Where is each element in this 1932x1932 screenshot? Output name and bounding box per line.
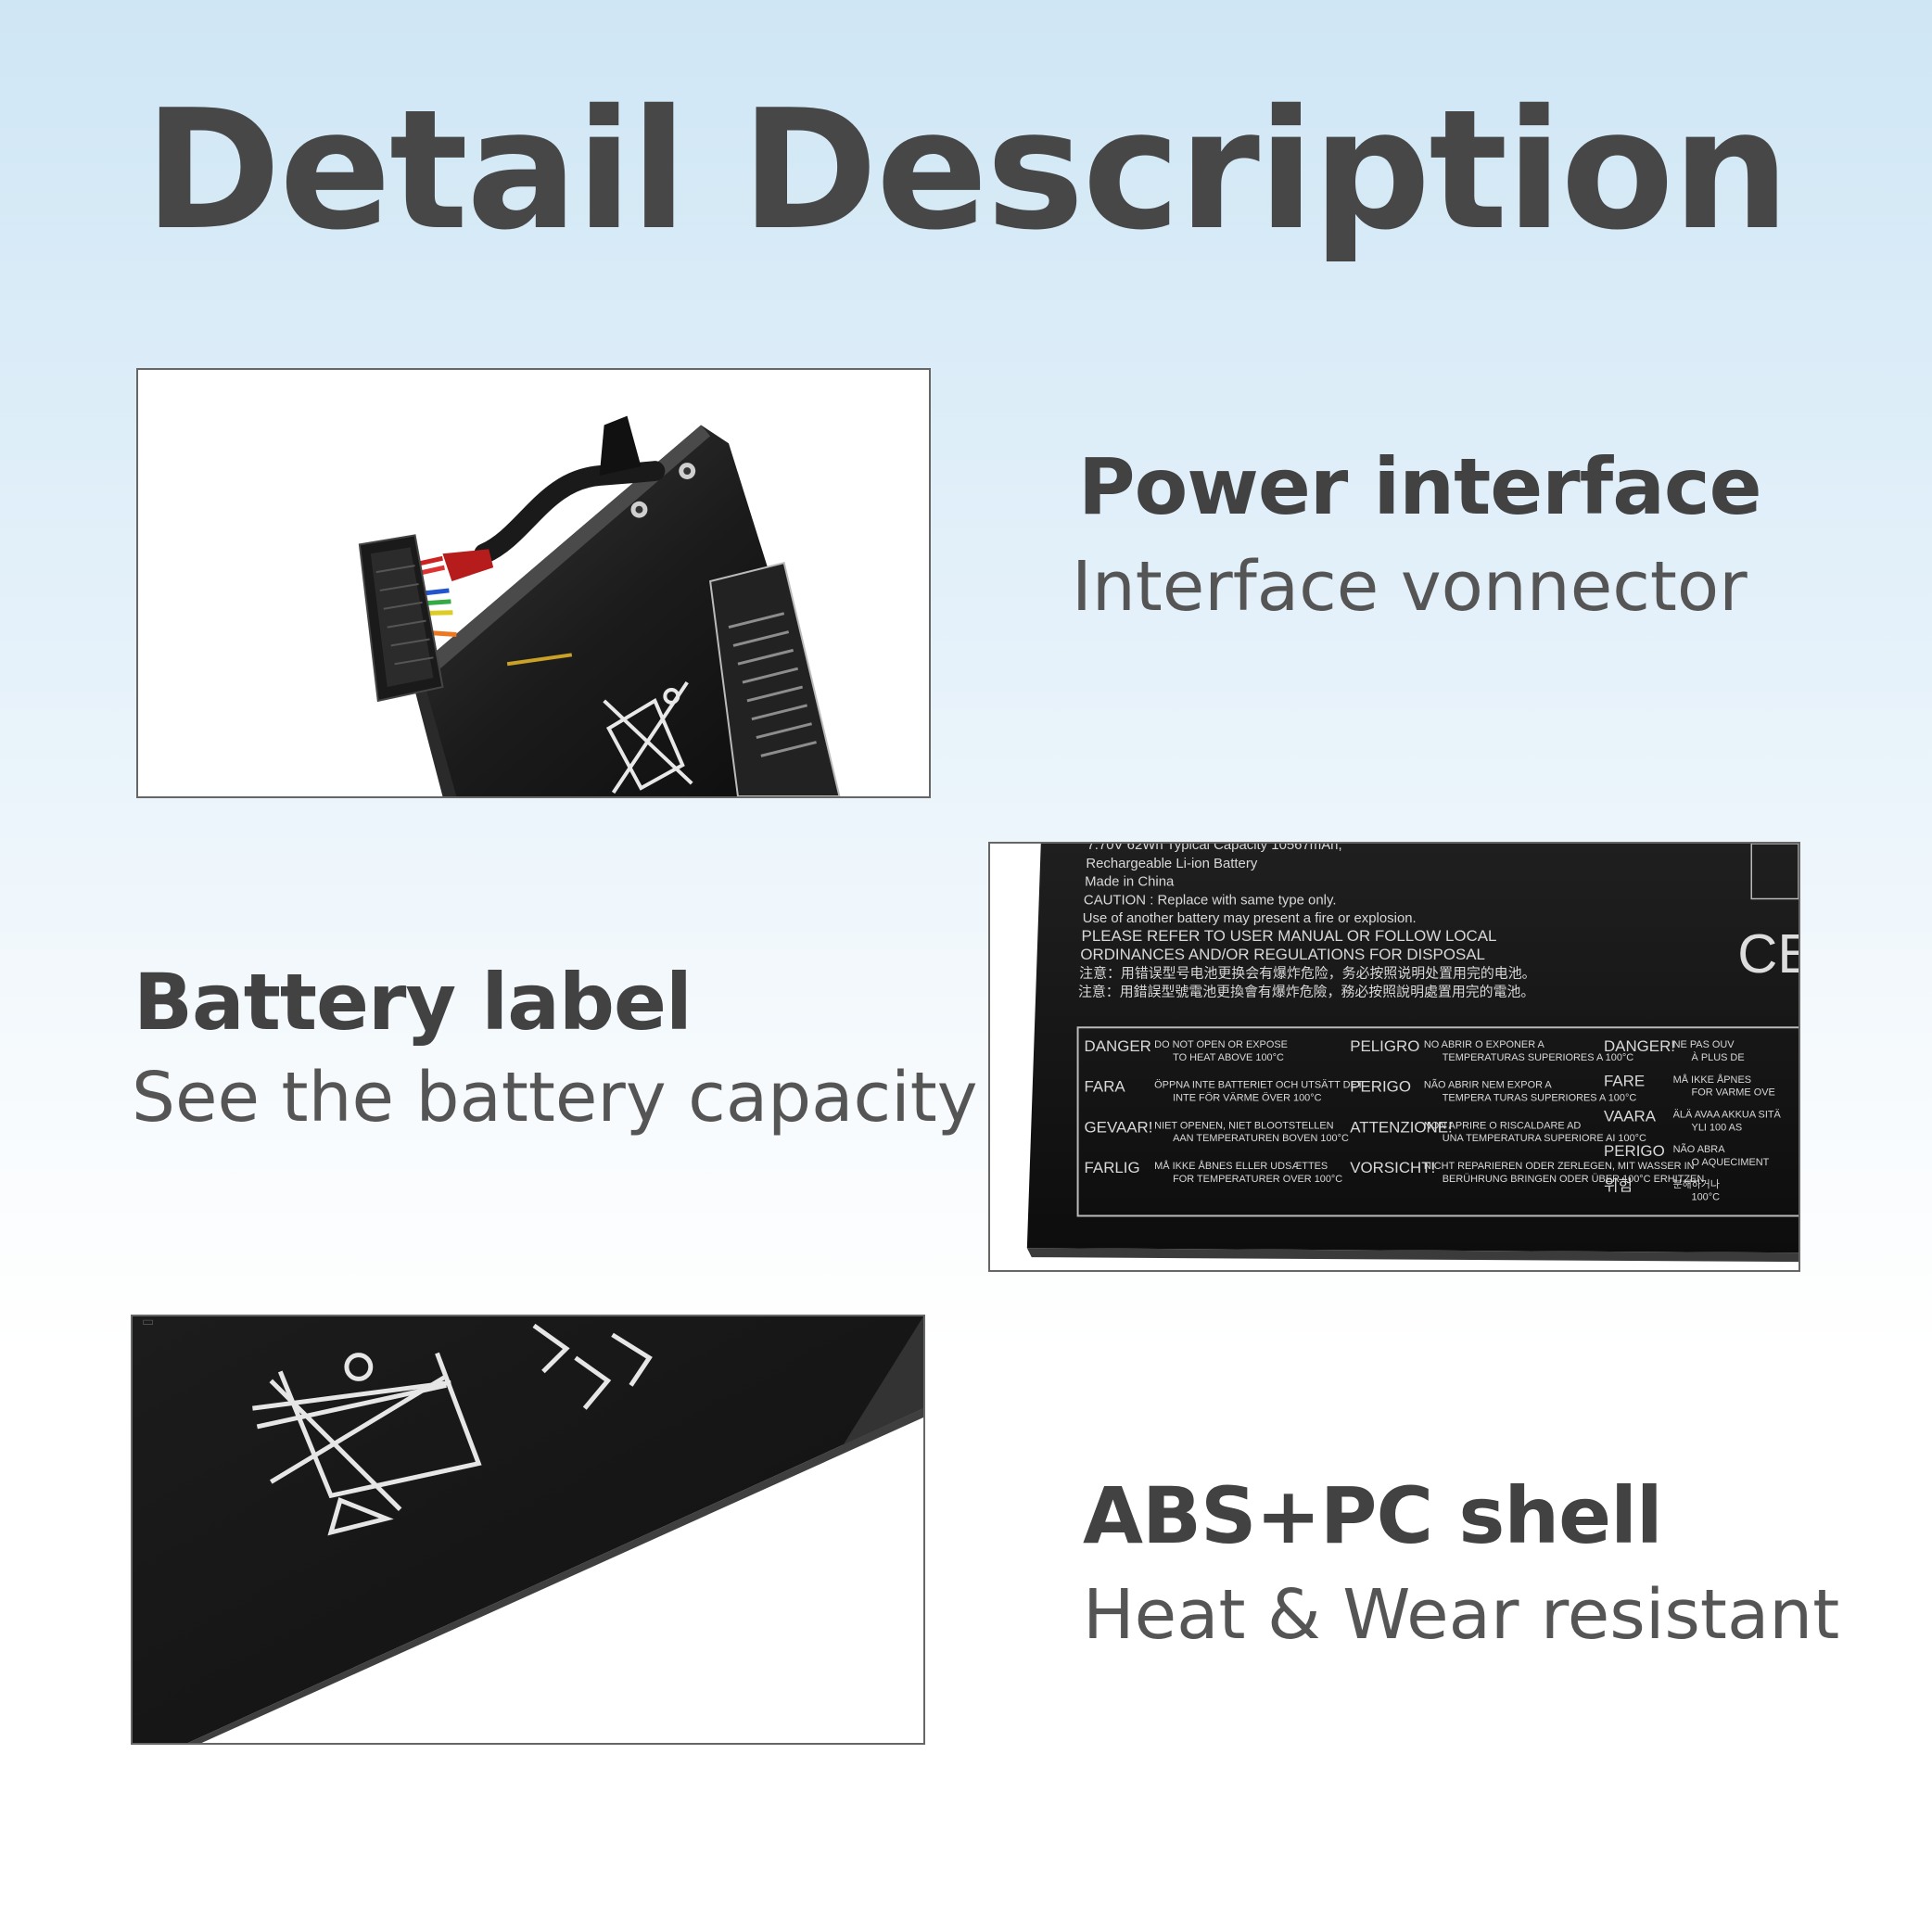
ce-mark: CE	[1737, 922, 1799, 985]
recycle-icon	[532, 1323, 653, 1410]
warning-word: DANGER!	[1604, 1037, 1675, 1055]
feature-subtitle-power-interface: Interface vonnector	[1072, 547, 1748, 627]
label-line: Made in China	[1085, 875, 1175, 890]
label-line: Use of another battery may present a fir…	[1083, 911, 1417, 926]
shell-photo: ▭	[131, 1315, 925, 1745]
label-line: PLEASE REFER TO USER MANUAL OR FOLLOW LO…	[1082, 927, 1497, 945]
feature-title-battery-label: Battery label	[133, 957, 693, 1048]
warning-word: PERIGO	[1350, 1078, 1411, 1096]
label-line: ORDINANCES AND/OR REGULATIONS FOR DISPOS…	[1080, 946, 1485, 963]
power-interface-photo	[136, 368, 931, 798]
feature-title-power-interface: Power interface	[1078, 441, 1762, 532]
weee-bin-icon	[252, 1352, 482, 1536]
battery-label-photo: 7.70V 62Wh Typical Capacity 10567mAh, Rec…	[988, 842, 1800, 1272]
label-text-block: 7.70V 62Wh Typical Capacity 10567mAh, Rec…	[1078, 844, 1536, 1000]
label-line: 7.70V 62Wh Typical Capacity 10567mAh,	[1087, 844, 1342, 853]
warning-word: FARLIG	[1085, 1159, 1140, 1176]
page-title: Detail Description	[144, 74, 1790, 266]
label-line: 注意：用错误型号电池更换会有爆炸危险，务必按照说明处置用完的电池。	[1079, 965, 1535, 982]
warning-word: DANGER	[1085, 1037, 1151, 1055]
warning-word: ATTENZIONE!	[1350, 1118, 1453, 1136]
warning-word: FARE	[1604, 1073, 1645, 1090]
warning-word: VAARA	[1604, 1107, 1657, 1125]
warning-text: NICHT REPARIEREN ODER ZERLEGEN, MIT WASS…	[1424, 1161, 1704, 1185]
label-line: 注意：用錯誤型號電池更換會有爆炸危險，務必按照說明處置用完的電池。	[1078, 984, 1534, 1000]
warning-word: 위험	[1604, 1177, 1633, 1195]
warning-word: PERIGO	[1604, 1142, 1665, 1160]
feature-subtitle-abs-pc-shell: Heat & Wear resistant	[1083, 1575, 1840, 1655]
warning-word: FARA	[1085, 1078, 1126, 1096]
label-line: CAUTION : Replace with same type only.	[1084, 893, 1337, 908]
warning-word: PELIGRO	[1350, 1037, 1419, 1055]
feature-title-abs-pc-shell: ABS+PC shell	[1083, 1470, 1663, 1561]
warning-word: GEVAAR!	[1085, 1118, 1153, 1136]
svg-text:▭: ▭	[142, 1316, 154, 1328]
warning-word: VORSICHT!	[1350, 1159, 1435, 1176]
feature-subtitle-battery-label: See the battery capacity	[132, 1058, 978, 1138]
label-line: Rechargeable Li-ion Battery	[1086, 857, 1258, 871]
